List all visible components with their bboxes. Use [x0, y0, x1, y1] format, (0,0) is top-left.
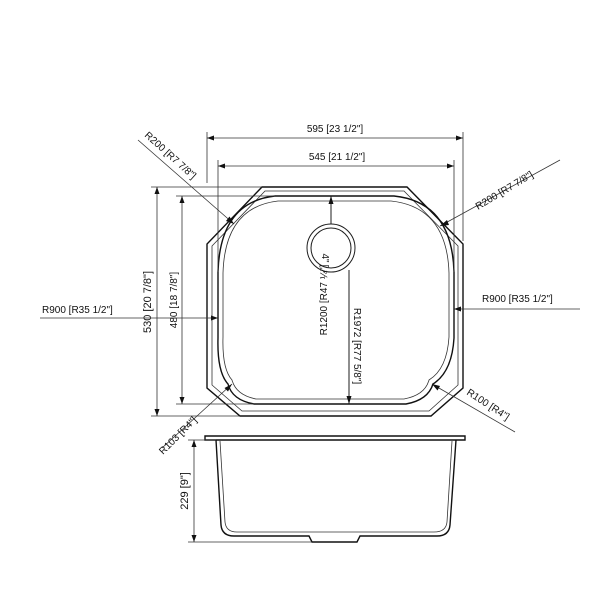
- r900-left-label: R900 [R35 1/2"]: [42, 305, 113, 316]
- r200-left-label: R200 [R7 7/8"]: [142, 130, 198, 182]
- dim-480-label: 480 [18 7/8"]: [169, 272, 180, 329]
- dim-530-arrow-bottom: [154, 409, 160, 416]
- dim-595-label: 595 [23 1/2"]: [307, 124, 364, 135]
- dim-229-label: 229 [9"]: [179, 472, 191, 510]
- dim-545-arrow-left: [218, 163, 225, 169]
- r900-left-arrow: [211, 315, 218, 321]
- r100-label: R100 [R4"]: [464, 387, 511, 423]
- side-bowl-outer: [215, 439, 457, 543]
- r103-label: R103 [R4"]: [157, 415, 199, 457]
- r900-right-label: R900 [R35 1/2"]: [482, 294, 553, 305]
- drain-inner: [310, 227, 352, 269]
- dim-480-arrow-top: [179, 196, 185, 203]
- dim-595-arrow-left: [207, 135, 214, 141]
- radius-1972-arrow: [346, 396, 352, 404]
- dim-229-arrow-bottom: [191, 535, 197, 542]
- side-flange: [204, 435, 466, 441]
- bowl-radius-1972-label: R1972 [R77 5/8"]: [351, 308, 362, 385]
- r200-right-leader: [439, 159, 561, 227]
- r103-arrow: [224, 384, 232, 392]
- r103-leader: [161, 383, 233, 449]
- dim-480-arrow-bottom: [179, 397, 185, 404]
- r100-leader: [431, 383, 516, 433]
- r100-arrow: [432, 384, 440, 391]
- r200-left-arrow: [226, 216, 234, 224]
- bowl-outline: [217, 195, 455, 405]
- drain-diameter-label: 4": [319, 253, 330, 263]
- side-bowl-inner: [219, 440, 453, 533]
- r200-right-label: R200 [R7 7/8"]: [474, 169, 536, 212]
- flange-inner-outline: [211, 190, 459, 412]
- dim-229-arrow-top: [191, 440, 197, 447]
- r200-left-leader: [137, 139, 235, 225]
- radius-1200-arrow: [328, 196, 334, 204]
- drain-outer: [306, 223, 356, 273]
- bowl-radius-1200-label: R1200 [R47 ¼"]: [318, 264, 330, 335]
- dim-530-arrow-top: [154, 187, 160, 194]
- dim-545-arrow-right: [447, 163, 454, 169]
- r200-right-arrow: [440, 220, 449, 226]
- dim-545-label: 545 [21 1/2"]: [309, 152, 366, 163]
- r900-right-arrow: [454, 306, 461, 312]
- flange-outline: [206, 186, 464, 417]
- dim-530-label: 530 [20 7/8"]: [142, 271, 154, 333]
- dim-595-arrow-right: [456, 135, 463, 141]
- bowl-inner-outline: [222, 200, 450, 400]
